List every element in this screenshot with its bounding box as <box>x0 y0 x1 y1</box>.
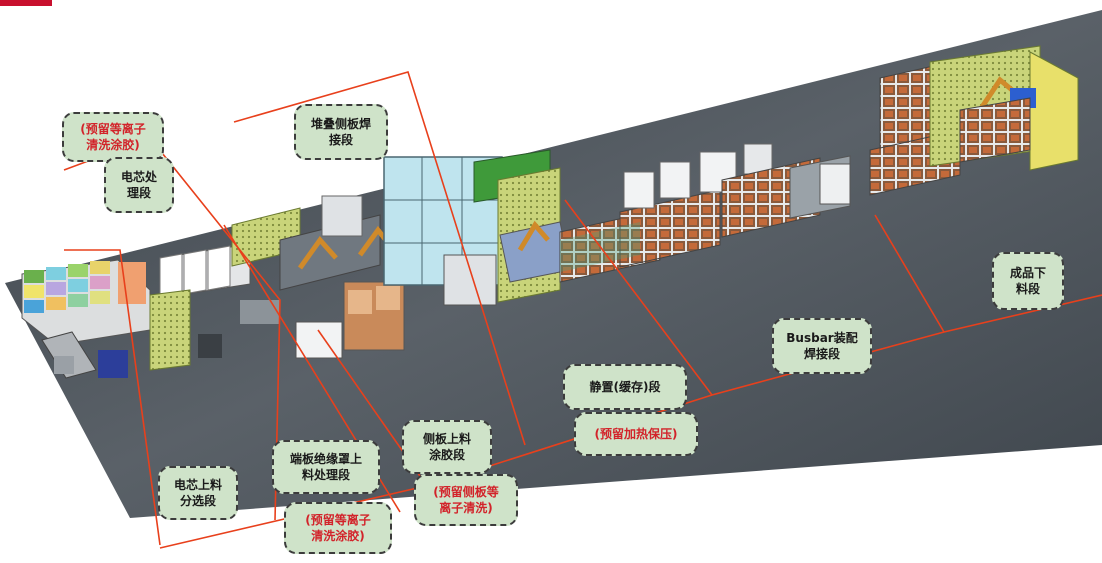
label-busbar-welding: Busbar装配 焊接段 <box>772 318 872 374</box>
corner-mark <box>0 0 52 6</box>
label-end-plate-processing: 端板绝缘罩上 料处理段 <box>272 440 380 494</box>
busbar-welding-area <box>721 155 851 238</box>
label-side-plate-loading: 侧板上料 涂胶段 <box>402 420 492 474</box>
leader-cell-loading <box>64 249 161 546</box>
label-standing-buffer: 静置(缓存)段 <box>563 364 687 410</box>
label-stacking-welding: 堆叠侧板焊 接段 <box>294 104 388 160</box>
cell-processing-area <box>149 207 301 371</box>
side-plate-loading-area <box>473 149 571 303</box>
label-reserved-side-plate-plasma: (预留侧板等 离子清洗) <box>414 474 518 526</box>
standing-buffer-area <box>559 143 773 283</box>
label-cell-loading-sorting: 电芯上料 分选段 <box>158 466 238 520</box>
unloading-area <box>869 45 1079 196</box>
label-reserved-plasma-bottom: (预留等离子 清洗涂胶) <box>284 502 392 554</box>
leader-standing <box>564 199 713 396</box>
label-cell-processing: 电芯处 理段 <box>104 157 174 213</box>
label-reserved-heat-press: (预留加热保压) <box>574 412 698 456</box>
label-unloading: 成品下 料段 <box>992 252 1064 310</box>
leader-stacking <box>233 71 526 446</box>
leader-busbar <box>874 214 945 333</box>
label-reserved-plasma-top: (预留等离子 清洗涂胶) <box>62 112 164 162</box>
